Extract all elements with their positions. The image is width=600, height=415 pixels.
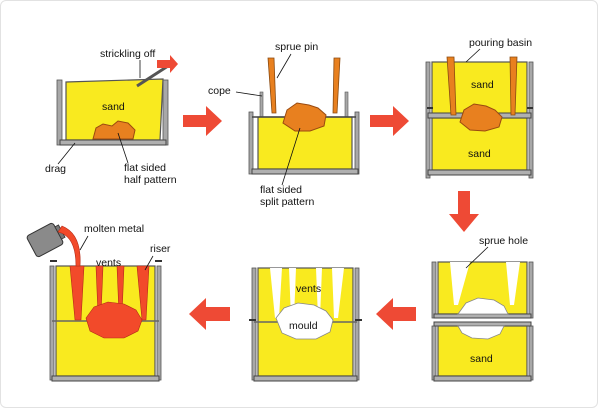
- split-pattern: [459, 103, 503, 132]
- lead-sprue-hole: [465, 246, 489, 269]
- lead-split-pattern: [281, 127, 301, 186]
- label-cope: cope: [208, 85, 231, 97]
- sprue-hole-right: [506, 262, 520, 305]
- label-sand-drag: sand: [102, 101, 125, 113]
- sprue-pin-left: [446, 56, 457, 116]
- label-sprue-pin: sprue pin: [275, 41, 318, 53]
- sprue-pin-left: [267, 57, 277, 114]
- mould-cavity: [275, 302, 334, 340]
- label-mould: mould: [289, 320, 318, 332]
- arrow-step1-to-step2: [183, 106, 222, 136]
- label-vents-mould: vents: [296, 283, 321, 295]
- step-4-separated: sprue hole sand: [431, 235, 534, 382]
- lead-drag: [57, 142, 76, 165]
- image-frame: [0, 0, 598, 408]
- label-sand-step4: sand: [470, 353, 493, 365]
- label-vents-final: vents: [96, 257, 121, 269]
- lead-half-pattern: [117, 132, 129, 164]
- label-riser: riser: [150, 243, 171, 255]
- casting-metal: [85, 301, 143, 339]
- cope-cavity: [457, 297, 509, 315]
- strickle-bar: [136, 64, 169, 88]
- label-sand-bottom: sand: [468, 148, 491, 160]
- drag-base-plate: [59, 139, 167, 146]
- lead-pouring-basin: [465, 48, 481, 63]
- split-pattern: [282, 102, 327, 132]
- arrow-step5-to-step6: [189, 298, 230, 330]
- drag-cavity: [457, 325, 505, 340]
- sprue-pin-right: [332, 57, 341, 114]
- step-5-mould: vents mould: [249, 267, 362, 382]
- strickling-arrow: [157, 55, 178, 73]
- sprue-pin-right: [509, 56, 518, 116]
- label-molten-metal: molten metal: [84, 223, 144, 235]
- base-plate: [251, 168, 359, 175]
- step-3-cope-filled: pouring basin sand sand: [425, 37, 534, 179]
- base-plate: [433, 375, 532, 382]
- vent-4: [332, 268, 344, 318]
- arrow-step3-to-step4: [449, 191, 479, 232]
- step-1-drag: strickling off sand drag flat sided half…: [45, 48, 178, 186]
- label-sprue-hole: sprue hole: [479, 235, 528, 247]
- lead-sprue-pin: [276, 53, 292, 79]
- step-2-cope-pins: sprue pin cope flat sided split pattern: [208, 41, 360, 208]
- lead-riser: [144, 255, 154, 271]
- label-pouring-basin: pouring basin: [469, 37, 532, 49]
- vent-3: [316, 268, 322, 318]
- arrow-step4-to-step5: [376, 298, 416, 330]
- label-strickling-off: strickling off: [100, 48, 155, 60]
- label-split-pattern: split pattern: [260, 196, 314, 208]
- label-half-pattern: half pattern: [124, 174, 177, 186]
- label-sand-top: sand: [471, 79, 494, 91]
- step-6-pouring: molten metal riser vents: [26, 222, 171, 382]
- label-flat-sided-2: flat sided: [260, 184, 302, 196]
- flask-side-left: [425, 61, 431, 179]
- flask-side-right: [528, 61, 534, 179]
- half-pattern: [92, 120, 136, 140]
- pour-stream: [57, 225, 81, 267]
- label-flat-sided-1: flat sided: [124, 162, 166, 174]
- base-plate: [427, 169, 532, 176]
- base-plate: [51, 375, 160, 382]
- label-drag: drag: [45, 163, 66, 175]
- lead-cope: [235, 91, 263, 97]
- ladle: [26, 222, 66, 258]
- flask-side-left: [248, 111, 254, 175]
- base-plate: [253, 375, 358, 382]
- vent-1: [270, 268, 282, 318]
- arrow-step2-to-step3: [370, 106, 409, 136]
- riser-metal: [136, 265, 150, 321]
- sprue-hole-left: [450, 262, 470, 305]
- lead-molten-metal: [79, 235, 89, 251]
